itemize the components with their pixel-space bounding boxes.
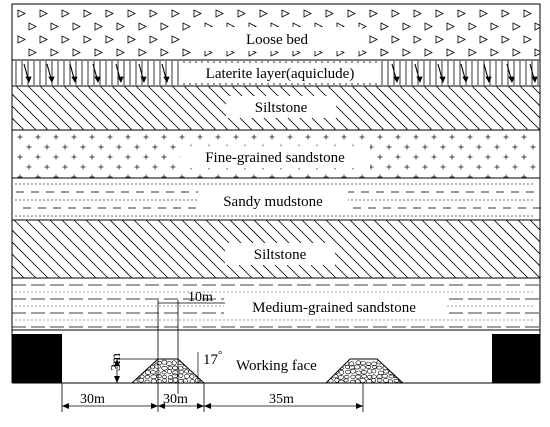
layer-sandy-mudstone: Sandy mudstone [11, 177, 541, 221]
gob-pile-left [130, 358, 206, 384]
angle-label: 17° [203, 349, 222, 368]
dimension-arrows [62, 359, 363, 409]
working-face-level: 17° Working face [11, 329, 541, 384]
dim-right-label: 35m [269, 392, 294, 407]
dim-height-label: 3m [109, 353, 124, 371]
layer-label-sandy-mudstone: Sandy mudstone [223, 194, 323, 210]
right-coal-pillar [492, 334, 540, 383]
working-face-label: Working face [236, 358, 317, 374]
dimensions [61, 300, 364, 412]
layer-loose-bed: Loose bed [11, 3, 541, 61]
layer-label-loose-bed: Loose bed [246, 32, 309, 48]
layer-siltstone-upper: Siltstone [11, 85, 541, 131]
layer-laterite: Laterite layer(aquiclude) [11, 59, 541, 87]
dim-middle-label: 30m [163, 392, 188, 407]
layer-label-siltstone-upper: Siltstone [255, 100, 308, 116]
layer-label-fine-sandstone: Fine-grained sandstone [205, 150, 345, 166]
layer-label-laterite: Laterite layer(aquiclude) [206, 66, 355, 82]
gob-pile-right [324, 358, 405, 384]
layer-label-siltstone-lower: Siltstone [254, 247, 307, 263]
layer-siltstone-lower: Siltstone [11, 219, 541, 279]
left-coal-pillar [12, 334, 62, 383]
layer-fine-sandstone: Fine-grained sandstone [11, 129, 541, 180]
dim-left-label: 30m [80, 392, 105, 407]
layer-medium-sandstone: Medium-grained sandstone [11, 277, 541, 331]
layer-label-medium-sandstone: Medium-grained sandstone [252, 300, 416, 316]
dim-gap-label: 10m [188, 290, 213, 305]
